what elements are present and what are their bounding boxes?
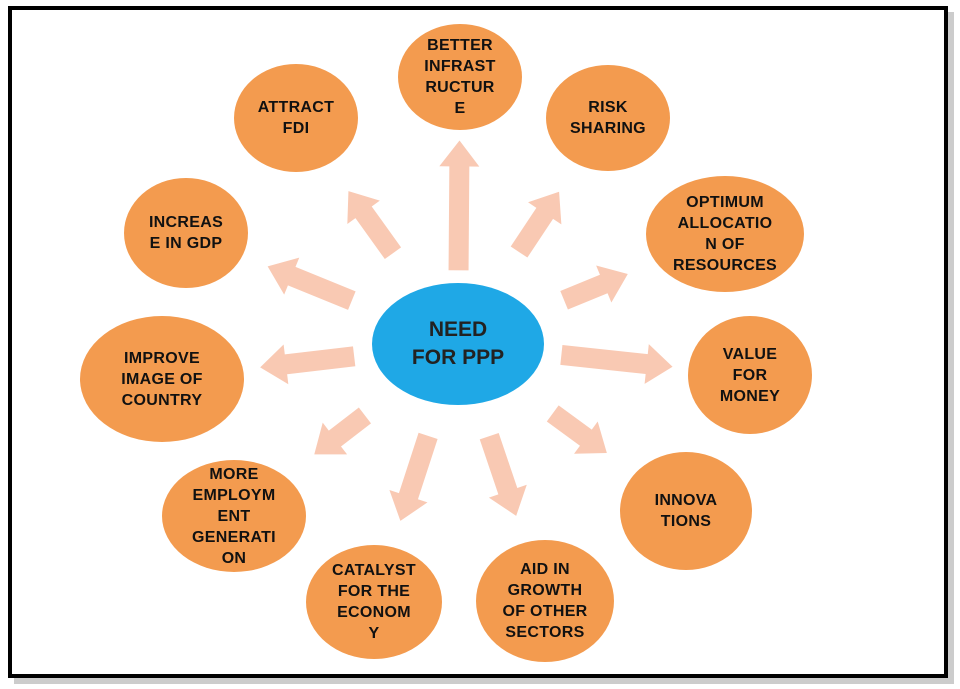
arrow-shape [479, 433, 527, 516]
arrow-to-risk-sharing [510, 191, 562, 258]
arrow-to-value-for-money [560, 344, 673, 384]
arrow-to-more-employment [314, 407, 372, 455]
arrow-to-optimum-allocation [560, 265, 628, 310]
arrow-shape [546, 405, 607, 454]
node-label: MORE EMPLOYM ENT GENERATI ON [192, 465, 276, 567]
arrow-to-improve-image [260, 344, 356, 385]
arrow-to-innovations [546, 405, 607, 454]
node-catalyst: CATALYST FOR THE ECONOM Y [306, 545, 442, 659]
node-label: ATTRACT FDI [257, 99, 335, 137]
arrow-shape [389, 432, 438, 521]
node-label: RISK SHARING [570, 99, 646, 137]
node-label: BETTER INFRAST RUCTUR E [424, 37, 496, 117]
node-better-infrastructure: BETTER INFRAST RUCTUR E [398, 24, 522, 130]
center-label: NEED FOR PPP [411, 318, 505, 369]
node-label: VALUE FOR MONEY [719, 345, 781, 405]
node-label: AID IN GROWTH OF OTHER SECTORS [502, 561, 588, 641]
arrow-to-catalyst [389, 432, 438, 521]
arrow-to-attract-fdi [347, 191, 402, 260]
center-node-need-for-ppp: NEED FOR PPP [372, 283, 544, 405]
node-label: INCREAS E IN GDP [148, 214, 224, 252]
arrow-to-increase-gdp [267, 257, 356, 310]
arrow-to-better-infrastructure [439, 140, 480, 271]
arrow-shape [267, 257, 356, 310]
arrow-shape [260, 344, 356, 385]
node-attract-fdi: ATTRACT FDI [234, 64, 358, 172]
arrow-shape [560, 344, 673, 384]
arrow-shape [510, 191, 562, 258]
node-value-for-money: VALUE FOR MONEY [688, 316, 812, 434]
arrow-shape [560, 265, 628, 310]
arrow-shape [314, 407, 372, 455]
arrow-to-aid-in-growth [479, 433, 527, 516]
node-aid-in-growth: AID IN GROWTH OF OTHER SECTORS [476, 540, 614, 662]
node-risk-sharing: RISK SHARING [546, 65, 670, 171]
node-label: INNOVA TIONS [654, 492, 718, 530]
node-innovations: INNOVA TIONS [620, 452, 752, 570]
node-more-employment: MORE EMPLOYM ENT GENERATI ON [162, 460, 306, 572]
node-label: IMPROVE IMAGE OF COUNTRY [121, 349, 203, 409]
arrow-shape [439, 140, 480, 271]
node-label: CATALYST FOR THE ECONOM Y [332, 562, 416, 642]
node-increase-gdp: INCREAS E IN GDP [124, 178, 248, 288]
node-label: OPTIMUM ALLOCATIO N OF RESOURCES [672, 194, 778, 274]
node-improve-image: IMPROVE IMAGE OF COUNTRY [80, 316, 244, 442]
node-optimum-allocation: OPTIMUM ALLOCATIO N OF RESOURCES [646, 176, 804, 292]
arrow-shape [347, 191, 402, 260]
